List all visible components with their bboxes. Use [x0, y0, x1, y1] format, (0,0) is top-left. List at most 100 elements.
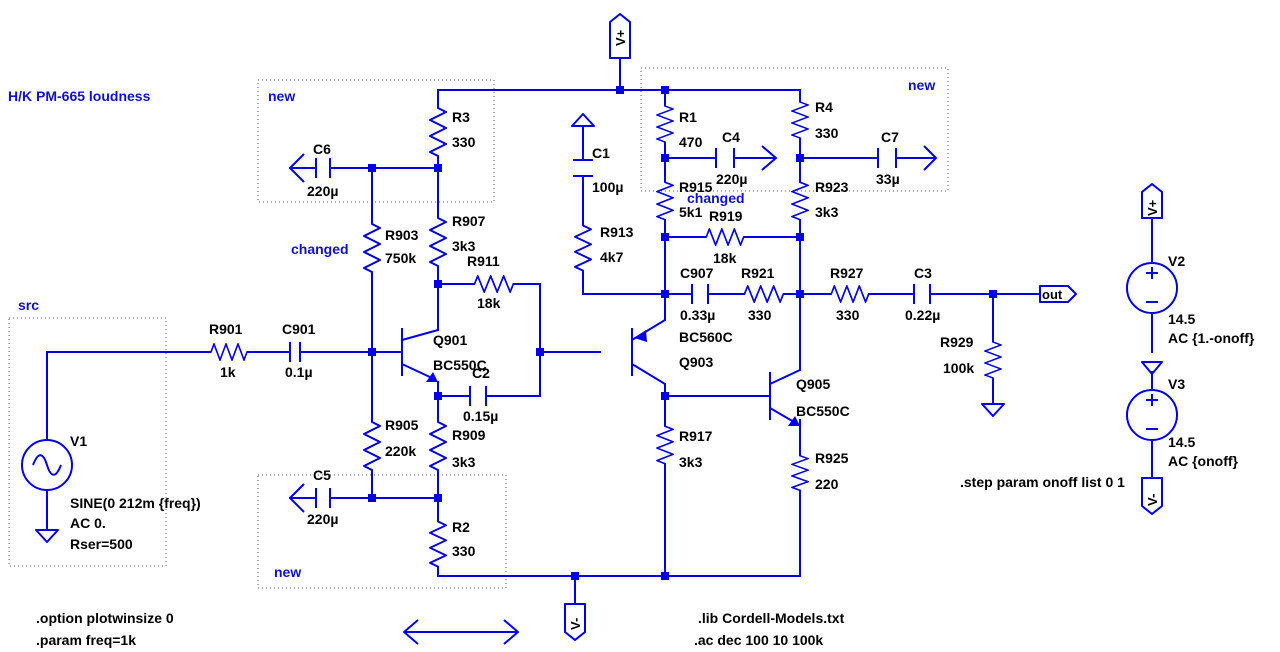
c4-value: 220µ — [716, 171, 747, 187]
capacitor-c6[interactable] — [315, 158, 331, 178]
resistor-r923[interactable] — [791, 175, 809, 227]
r921-value: 330 — [748, 307, 772, 323]
r3-value: 330 — [452, 134, 476, 150]
capacitor-c3[interactable] — [913, 284, 931, 304]
resistor-r913[interactable] — [574, 217, 592, 280]
src-group-box — [8, 317, 167, 567]
r923-name: R923 — [815, 179, 849, 195]
resistor-r901[interactable] — [204, 343, 254, 361]
flag-out[interactable]: out — [1039, 285, 1077, 303]
resistor-r907[interactable] — [429, 209, 447, 275]
capacitor-c1[interactable] — [573, 159, 593, 177]
resistor-r2[interactable] — [429, 513, 447, 576]
flag-vminus-v3[interactable]: V- — [1141, 477, 1163, 515]
q903-name: Q903 — [679, 354, 713, 370]
r929-name: R929 — [940, 334, 974, 350]
q905-name: Q905 — [796, 376, 830, 392]
r905-value: 220k — [385, 443, 416, 459]
r909-name: R909 — [452, 427, 486, 443]
r4-value: 330 — [815, 125, 839, 141]
capacitor-c901[interactable] — [289, 342, 301, 362]
transistor-q901[interactable] — [401, 328, 439, 382]
v2-name: V2 — [1168, 253, 1185, 269]
svg-text:V+: V+ — [1145, 199, 1160, 216]
c907-value: 0.33µ — [680, 307, 715, 323]
new-c6-comment: new — [268, 88, 295, 104]
new-c6-group-box — [257, 79, 495, 203]
title-comment: H/K PM-665 loudness — [8, 88, 151, 104]
capacitor-c907[interactable] — [691, 284, 709, 304]
v1-line1: SINE(0 212m {freq}) — [70, 495, 201, 511]
capacitor-c2[interactable] — [469, 386, 487, 406]
r2-value: 330 — [452, 543, 476, 559]
resistor-r921[interactable] — [737, 285, 791, 303]
transistor-q905[interactable] — [769, 369, 801, 426]
r903-value: 750k — [385, 250, 416, 266]
directive-lib: .lib Cordell-Models.txt — [698, 610, 845, 626]
capacitor-c5[interactable] — [315, 488, 331, 508]
c1-value: 100µ — [592, 179, 623, 195]
new-top-comment: new — [908, 77, 935, 93]
directive-step: .step param onoff list 0 1 — [960, 474, 1125, 490]
r929-value: 100k — [943, 360, 974, 376]
resistor-r925[interactable] — [791, 449, 809, 498]
c1-name: C1 — [592, 145, 610, 161]
ground-arrow-c6 — [289, 153, 305, 183]
r2-name: R2 — [452, 519, 470, 535]
q903-value: BC560C — [679, 329, 733, 345]
r1-value: 470 — [679, 134, 703, 150]
resistor-r4[interactable] — [791, 95, 809, 145]
resistor-r903[interactable] — [363, 215, 381, 281]
c5-value: 220µ — [307, 511, 338, 527]
double-arrow-icon — [403, 619, 519, 645]
c901-value: 0.1µ — [285, 364, 313, 380]
resistor-r929[interactable] — [984, 335, 1002, 385]
r927-value: 330 — [836, 307, 860, 323]
r925-value: 220 — [815, 476, 839, 492]
source-v2[interactable] — [1126, 262, 1178, 314]
resistor-r3[interactable] — [429, 99, 447, 165]
resistor-r915[interactable] — [656, 175, 674, 227]
q901-value: BC550C — [433, 357, 487, 373]
source-v3[interactable] — [1126, 389, 1178, 441]
flag-vminus-bottom[interactable]: V- — [564, 603, 586, 641]
ground-arrow-c7 — [923, 145, 937, 171]
c4-name: C4 — [722, 129, 740, 145]
r911-name: R911 — [467, 253, 500, 269]
transistor-q903[interactable] — [631, 319, 666, 385]
resistor-r919[interactable] — [699, 228, 751, 246]
resistor-r927[interactable] — [824, 285, 876, 303]
c7-name: C7 — [881, 129, 899, 145]
ground-arrow-c4 — [760, 145, 777, 171]
new-c5-group-box — [257, 474, 507, 589]
directive-ac: .ac dec 100 10 100k — [694, 632, 823, 648]
r919-value: 18k — [713, 250, 737, 266]
v2-line2: AC {1.-onoff} — [1168, 330, 1255, 346]
flag-vplus-v2[interactable]: V+ — [1141, 183, 1163, 219]
new-c5-comment: new — [274, 564, 301, 580]
flag-vplus-top[interactable]: V+ — [609, 13, 631, 59]
r917-name: R917 — [679, 428, 713, 444]
resistor-r917[interactable] — [656, 419, 674, 471]
resistor-r1[interactable] — [656, 99, 674, 149]
resistor-r911[interactable] — [467, 275, 521, 293]
r3-name: R3 — [452, 109, 470, 125]
r917-value: 3k3 — [679, 454, 703, 470]
capacitor-c7[interactable] — [877, 148, 897, 168]
resistor-r905[interactable] — [363, 413, 381, 479]
r903-name: R903 — [385, 227, 419, 243]
c6-name: C6 — [313, 141, 331, 157]
q905-value: BC550C — [796, 403, 850, 419]
capacitor-c4[interactable] — [715, 148, 735, 168]
r907-value: 3k3 — [452, 238, 476, 254]
source-v1[interactable] — [21, 439, 73, 491]
r911-value: 18k — [477, 295, 501, 311]
v3-name: V3 — [1168, 376, 1185, 392]
resistor-r909[interactable] — [429, 413, 447, 479]
r913-name: R913 — [600, 224, 634, 240]
c2-value: 0.15µ — [463, 408, 498, 424]
r905-name: R905 — [385, 417, 419, 433]
arrow-v2-to-v3 — [1141, 361, 1163, 375]
changed-left-comment: changed — [291, 241, 349, 257]
c2-name: C2 — [472, 365, 490, 381]
